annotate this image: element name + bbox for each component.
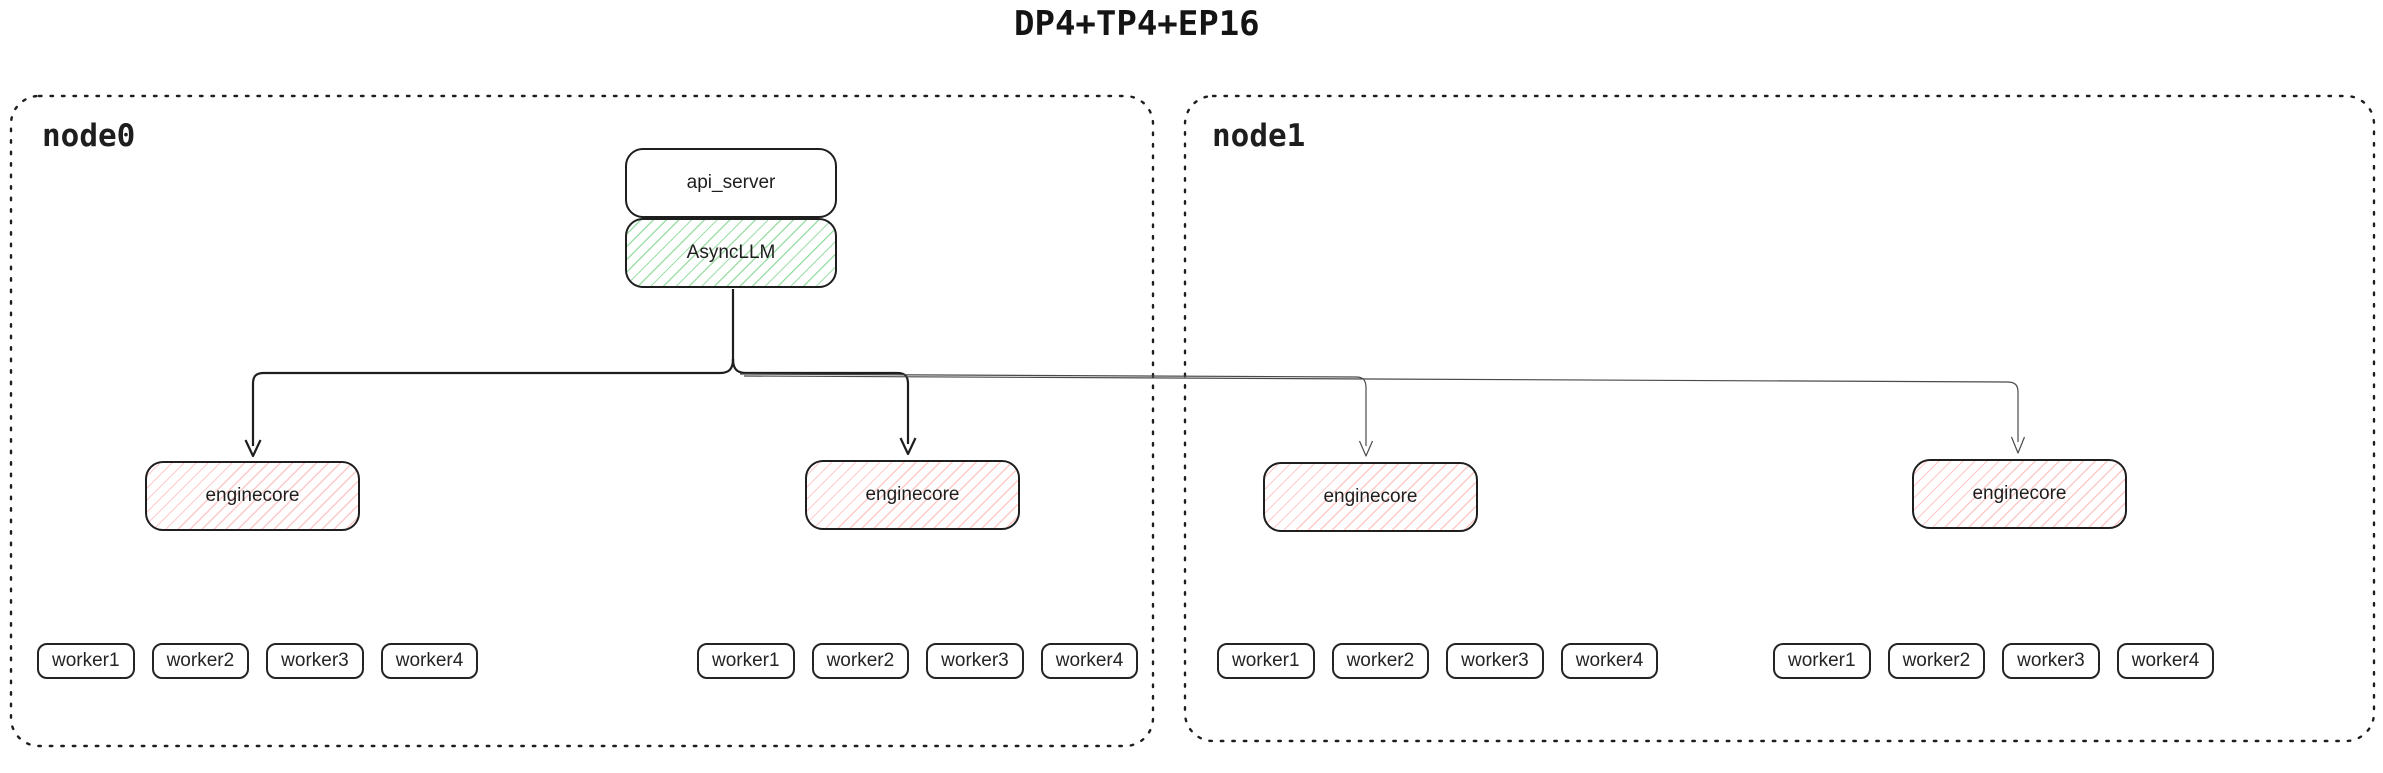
api-server-box: api_server [625, 148, 837, 218]
enginecore-label: enginecore [205, 485, 300, 506]
worker-box: worker2 [811, 643, 910, 679]
worker-box: worker3 [266, 643, 364, 679]
diagram-title: DP4+TP4+EP16 [1014, 4, 1260, 44]
worker-box: worker3 [926, 643, 1024, 679]
worker-label: worker3 [2017, 650, 2085, 671]
asyncllm-label: AsyncLLM [686, 242, 776, 263]
enginecore-label: enginecore [865, 484, 960, 505]
worker-group-4: worker1 worker2 worker3 worker4 [1773, 643, 2215, 679]
worker-box: worker1 [697, 643, 795, 679]
worker-label: worker3 [941, 650, 1009, 671]
worker-label: worker2 [166, 650, 235, 671]
enginecore-box-4: enginecore [1912, 459, 2127, 529]
arrow-asyncllm-to-enginecore2 [731, 358, 910, 444]
worker-group-1: worker1 worker2 worker3 worker4 [37, 643, 479, 679]
worker-box: worker4 [380, 643, 479, 679]
worker-box: worker1 [1217, 643, 1315, 679]
arrowhead-enginecore3 [1358, 440, 1374, 457]
api-server-label: api_server [686, 172, 776, 193]
worker-box: worker3 [2002, 643, 2100, 679]
worker-box: worker3 [1446, 643, 1544, 679]
worker-label: worker3 [1461, 650, 1529, 671]
arrow-asyncllm-to-enginecore1 [251, 358, 735, 446]
worker-label: worker1 [1788, 650, 1856, 671]
arrowhead-enginecore2 [899, 437, 917, 456]
arrowhead-enginecore4 [2010, 436, 2026, 454]
worker-box: worker4 [1040, 643, 1139, 679]
enginecore-box-1: enginecore [145, 461, 360, 531]
worker-label: worker1 [52, 650, 120, 671]
worker-box: worker4 [2116, 643, 2215, 679]
worker-label: worker1 [1232, 650, 1300, 671]
asyncllm-box: AsyncLLM [625, 218, 837, 288]
worker-label: worker2 [1346, 650, 1415, 671]
worker-box: worker2 [151, 643, 250, 679]
worker-label: worker4 [2131, 650, 2200, 671]
arrow-asyncllm-to-enginecore4 [743, 375, 2019, 442]
enginecore-label: enginecore [1972, 483, 2067, 504]
worker-label: worker4 [1055, 650, 1124, 671]
worker-label: worker2 [826, 650, 895, 671]
worker-label: worker4 [395, 650, 464, 671]
worker-box: worker2 [1887, 643, 1986, 679]
worker-label: worker2 [1902, 650, 1971, 671]
arrow-asyncllm-to-enginecore3 [739, 373, 1367, 446]
worker-label: worker4 [1575, 650, 1644, 671]
arrowhead-enginecore1 [244, 439, 262, 458]
worker-box: worker1 [1773, 643, 1871, 679]
enginecore-label: enginecore [1323, 486, 1418, 507]
node1-label: node1 [1212, 118, 1306, 154]
worker-box: worker2 [1331, 643, 1430, 679]
worker-box: worker1 [37, 643, 135, 679]
worker-group-2: worker1 worker2 worker3 worker4 [697, 643, 1139, 679]
worker-box: worker4 [1560, 643, 1659, 679]
worker-label: worker3 [281, 650, 349, 671]
worker-label: worker1 [712, 650, 780, 671]
worker-group-3: worker1 worker2 worker3 worker4 [1217, 643, 1659, 679]
enginecore-box-2: enginecore [805, 460, 1020, 530]
node0-label: node0 [42, 118, 136, 154]
enginecore-box-3: enginecore [1263, 462, 1478, 532]
